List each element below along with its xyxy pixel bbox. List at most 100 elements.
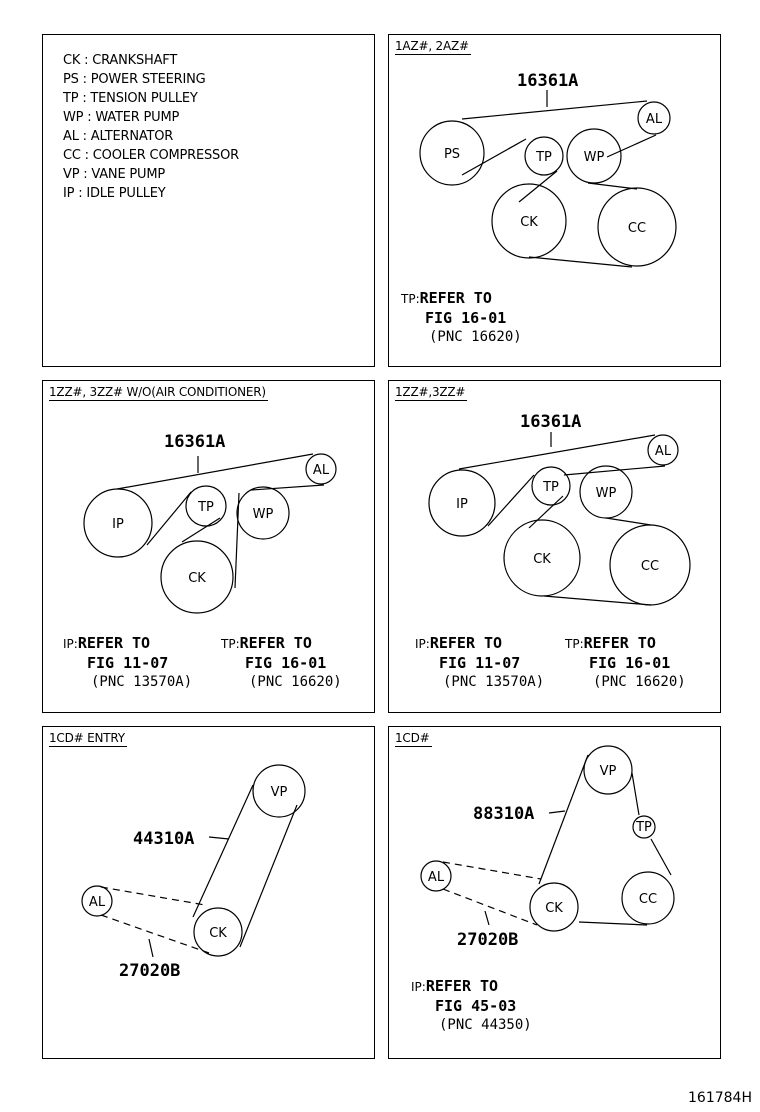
belt-segment [116, 453, 314, 490]
pulley-ck [160, 540, 234, 614]
pulley-label-cc: CC [628, 221, 646, 236]
pulley-tp [524, 136, 564, 176]
pulley-label-ck: CK [209, 926, 227, 941]
reference-pnc: (PNC 13570A) [91, 674, 193, 690]
reference-note-tp: TP:REFER TO FIG 16-01 (PNC 16620) [401, 289, 522, 347]
reference-text: REFER TO [77, 634, 151, 652]
belt-diagram-1cd: 88310A 27020B VP TP AL CK CC [420, 745, 675, 950]
pulley-label-al: AL [655, 444, 672, 459]
pulley-label-cc: CC [641, 559, 659, 574]
pulley-ps [419, 120, 485, 186]
belt-segment [458, 434, 656, 470]
pulley-ip [428, 469, 496, 537]
pulley-vp [252, 764, 306, 818]
legend-item: WP : WATER PUMP [63, 110, 180, 125]
part-number-label-belt-2: 27020B [119, 961, 180, 981]
reference-pnc: (PNC 16620) [429, 329, 522, 345]
reference-text: REFER TO [239, 634, 312, 652]
pulley-label-wp: WP [253, 507, 274, 522]
figure-code: 161784H [688, 1090, 752, 1106]
part-leader-line [208, 836, 230, 840]
reference-key: IP: [415, 637, 430, 651]
reference-text: REFER TO [425, 977, 499, 995]
legend-item: AL : ALTERNATOR [63, 129, 174, 144]
pulley-cc [597, 187, 677, 267]
reference-note-ip: IP:REFER TO FIG 45-03 (PNC 44350) [411, 977, 532, 1035]
pulley-label-wp: WP [584, 150, 605, 165]
pulley-label-ip: IP [112, 517, 124, 532]
pulley-ck [491, 183, 567, 259]
pulley-al [305, 453, 337, 485]
pulley-cc [609, 524, 691, 606]
legend-item: TP : TENSION PULLEY [63, 91, 198, 106]
reference-key: IP: [411, 980, 426, 994]
legend-item: CK : CRANKSHAFT [63, 53, 178, 68]
legend-item: CC : COOLER COMPRESSOR [63, 148, 239, 163]
pulley-label-ip: IP [456, 497, 468, 512]
pulley-cc [621, 871, 675, 925]
belt-segment [250, 484, 325, 491]
reference-text: REFER TO [429, 634, 503, 652]
diagram-panel-1az-2az: 16361A AL PS TP WP CK CC 1AZ#, 2AZ# TP:R… [388, 34, 721, 367]
pulley-label-al: AL [428, 870, 445, 885]
belt-segment [543, 595, 652, 606]
part-leader-line [148, 938, 154, 958]
pulley-vp [583, 745, 633, 795]
reference-pnc: (PNC 16620) [249, 674, 342, 690]
pulley-label-ck: CK [533, 552, 551, 567]
pulley-label-vp: VP [600, 764, 617, 779]
pulley-wp [236, 486, 290, 540]
pulley-ck [503, 519, 581, 597]
diagram-panel-1zz-wo-ac: 16361A AL IP TP WP CK 1ZZ#, 3ZZ# W/O(AIR… [42, 380, 375, 713]
belt-segment [587, 182, 638, 190]
belt-segment [461, 100, 648, 120]
pulley-tp [185, 485, 227, 527]
pulley-ck [529, 882, 579, 932]
pulley-label-tp: TP [197, 500, 214, 515]
pulley-label-tp: TP [535, 150, 552, 165]
belt-segment [487, 474, 535, 527]
legend-item: IP : IDLE PULLEY [63, 186, 166, 201]
belt-segment-dashed [442, 888, 538, 926]
belt-segment [578, 921, 648, 926]
reference-text: REFER TO [583, 634, 656, 652]
belt-segment [606, 134, 657, 158]
reference-pnc: (PNC 44350) [439, 1017, 532, 1033]
reference-figure: FIG 16-01 [245, 654, 327, 672]
legend-list: CK : CRANKSHAFT PS : POWER STEERING TP :… [63, 51, 239, 203]
panel-title: 1CD# [395, 731, 432, 747]
part-leader-line [548, 810, 566, 814]
reference-pnc: (PNC 13570A) [443, 674, 545, 690]
pulley-label-al: AL [89, 895, 106, 910]
pulley-label-ck: CK [188, 571, 206, 586]
belt-segment [461, 138, 527, 176]
legend-item: PS : POWER STEERING [63, 72, 206, 87]
pulley-label-ck: CK [520, 215, 538, 230]
reference-note-tp: TP:REFER TO FIG 16-01 (PNC 16620) [565, 634, 686, 692]
legend-item: VP : VANE PUMP [63, 167, 166, 182]
reference-note-ip: IP:REFER TO FIG 11-07 (PNC 13570A) [63, 634, 192, 692]
reference-figure: FIG 11-07 [439, 654, 521, 672]
pulley-label-cc: CC [639, 892, 657, 907]
pulley-label-ck: CK [545, 901, 563, 916]
part-number-label: 16361A [517, 71, 578, 91]
part-number-label: 16361A [164, 432, 225, 452]
reference-text: REFER TO [419, 289, 492, 307]
reference-pnc: (PNC 16620) [593, 674, 686, 690]
reference-figure: FIG 11-07 [87, 654, 169, 672]
pulley-al [420, 860, 452, 892]
belt-diagram-1zz-wo-ac: 16361A AL IP TP WP CK [83, 432, 337, 614]
part-leader-line [484, 910, 490, 926]
belt-segment [181, 517, 221, 543]
reference-key: TP: [221, 637, 240, 651]
reference-key: TP: [565, 637, 584, 651]
diagram-panel-1zz-3zz: 16361A AL IP TP WP CK CC 1ZZ#,3ZZ# IP:RE… [388, 380, 721, 713]
pulley-al [647, 434, 679, 466]
pulley-label-wp: WP [596, 486, 617, 501]
belt-segment-dashed [100, 914, 210, 954]
belt-segment [538, 754, 589, 885]
panel-title: 1AZ#, 2AZ# [395, 39, 471, 55]
reference-note-ip: IP:REFER TO FIG 11-07 (PNC 13570A) [415, 634, 544, 692]
belt-segment [239, 804, 298, 948]
belt-segment [234, 492, 240, 589]
